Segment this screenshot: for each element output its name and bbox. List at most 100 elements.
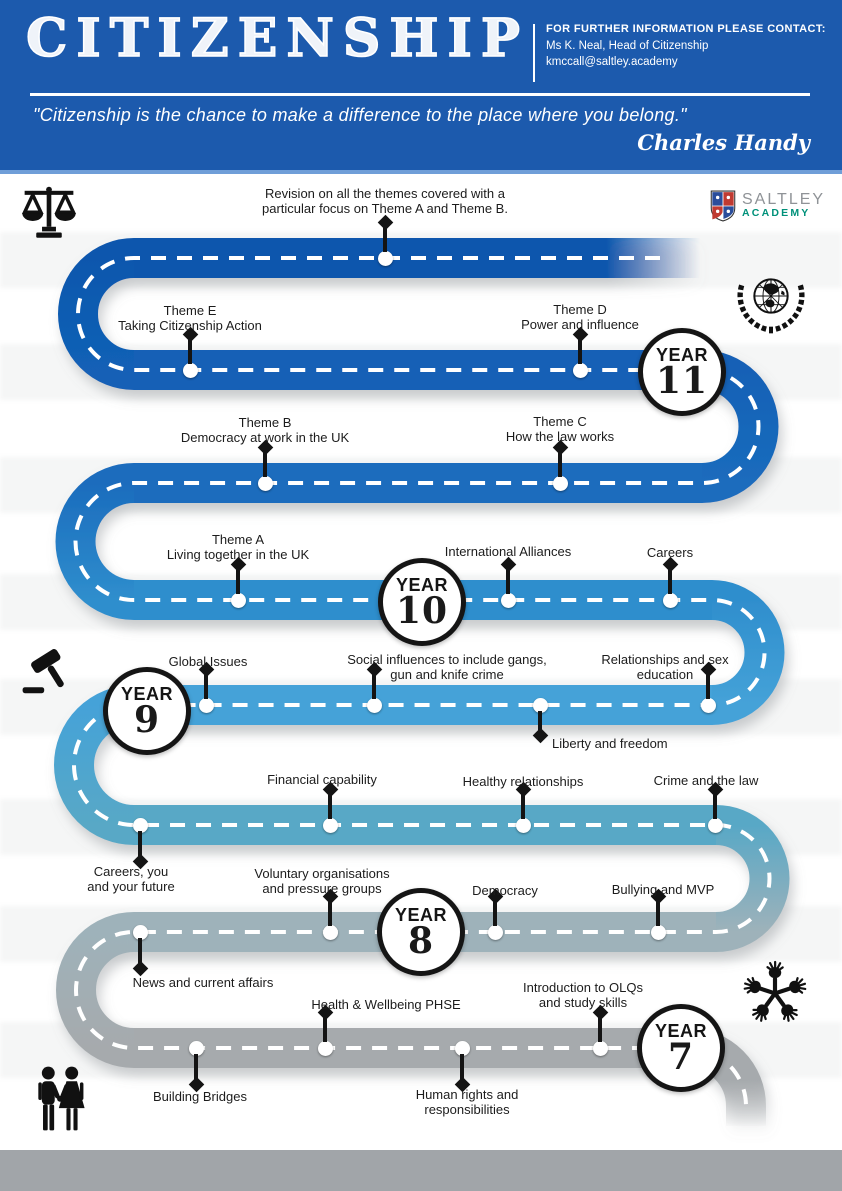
stop-dot — [532, 697, 548, 713]
footer-bar — [0, 1150, 842, 1191]
quote-text: "Citizenship is the chance to make a dif… — [33, 105, 687, 125]
stop-pin-stem — [263, 450, 267, 477]
stop-label: Social influences to include gangs,gun a… — [347, 652, 547, 682]
stop-pin-stem — [668, 567, 672, 594]
stop-pin-stem — [460, 1054, 464, 1081]
stop-dot — [515, 817, 531, 833]
contact-divider — [533, 24, 535, 82]
stop-dot — [317, 1040, 333, 1056]
couple-icon — [38, 1066, 85, 1131]
academy-name: SALTLEY — [742, 191, 826, 208]
stop-dot — [188, 1040, 204, 1056]
stop-pin-stem — [713, 792, 717, 819]
year-word: YEAR — [394, 905, 447, 925]
stop-pin-diamond — [532, 727, 548, 743]
stop-dot — [198, 697, 214, 713]
stop-dot — [572, 362, 588, 378]
stop-dot — [132, 924, 148, 940]
year-number: 8 — [407, 920, 435, 962]
stop-pin-stem — [598, 1015, 602, 1042]
academy-subname: ACADEMY — [742, 207, 811, 219]
stop-dot — [230, 592, 246, 608]
stop-pin-stem — [706, 672, 710, 699]
stop-dot — [257, 475, 273, 491]
year-word: YEAR — [120, 684, 173, 704]
contact-name: Ms K. Neal, Head of Citizenship — [546, 40, 709, 52]
stop-dot — [707, 817, 723, 833]
academy-logo: SALTLEY ACADEMY — [710, 190, 825, 222]
hands-star-icon — [741, 960, 809, 1026]
stop-pin-stem — [372, 672, 376, 699]
stop-pin-stem — [194, 1054, 198, 1081]
stop-pin-stem — [328, 792, 332, 819]
stop-pin-stem — [138, 831, 142, 858]
road-centerline — [72, 256, 772, 1112]
quote-author: Charles Handy — [637, 130, 810, 155]
header: CITIZENSHIP FOR FURTHER INFORMATION PLEA… — [0, 0, 842, 174]
stop-pin-stem — [506, 567, 510, 594]
year-number: 10 — [395, 590, 449, 632]
saltley-shield-icon — [710, 190, 736, 222]
stop-label: Global Issues — [168, 654, 248, 669]
stop-dot — [500, 592, 516, 608]
stop-label: Careers — [646, 545, 694, 560]
header-rule — [30, 93, 810, 96]
stop-label: Liberty and freedom — [552, 736, 668, 751]
gavel-icon — [22, 649, 64, 694]
stop-label: Crime and the law — [653, 773, 759, 788]
contact-heading: FOR FURTHER INFORMATION PLEASE CONTACT: — [546, 23, 826, 35]
stop-label: International Alliances — [444, 544, 572, 559]
year-word: YEAR — [655, 345, 708, 365]
stop-pin-stem — [493, 899, 497, 926]
stop-pin-stem — [521, 792, 525, 819]
contact-email: kmccall@saltley.academy — [546, 56, 678, 68]
stop-dot — [132, 817, 148, 833]
stop-dot — [454, 1040, 470, 1056]
un-emblem-icon — [737, 278, 805, 334]
stop-pin-stem — [538, 711, 542, 732]
stop-label: Building Bridges — [153, 1089, 247, 1104]
year-number: 7 — [667, 1036, 695, 1078]
stop-label: Healthy relationships — [462, 774, 584, 789]
year-word: YEAR — [654, 1021, 707, 1041]
stop-dot — [700, 697, 716, 713]
stop-pin-stem — [204, 672, 208, 699]
stop-label: Financial capability — [267, 772, 377, 787]
stop-pin-stem — [323, 1015, 327, 1042]
stop-pin-stem — [138, 938, 142, 965]
stop-dot — [487, 924, 503, 940]
stop-label: News and current affairs — [132, 975, 274, 990]
stop-pin-stem — [236, 567, 240, 594]
stop-pin-diamond — [132, 960, 148, 976]
stop-pin-stem — [383, 225, 387, 252]
stop-dot — [322, 924, 338, 940]
stop-pin-stem — [656, 899, 660, 926]
stop-pin-stem — [328, 899, 332, 926]
stop-dot — [552, 475, 568, 491]
stop-dot — [182, 362, 198, 378]
stop-label: Revision on all the themes covered with … — [262, 186, 508, 216]
stop-label: Democracy — [472, 883, 538, 898]
stop-dot — [377, 250, 393, 266]
year-number: 11 — [655, 360, 709, 402]
contact-block: FOR FURTHER INFORMATION PLEASE CONTACT: … — [546, 23, 826, 72]
stop-pin-stem — [558, 450, 562, 477]
stop-label: Health & Wellbeing PHSE — [311, 997, 461, 1012]
stop-label: Bullying and MVP — [611, 882, 715, 897]
stop-dot — [592, 1040, 608, 1056]
stop-dot — [650, 924, 666, 940]
